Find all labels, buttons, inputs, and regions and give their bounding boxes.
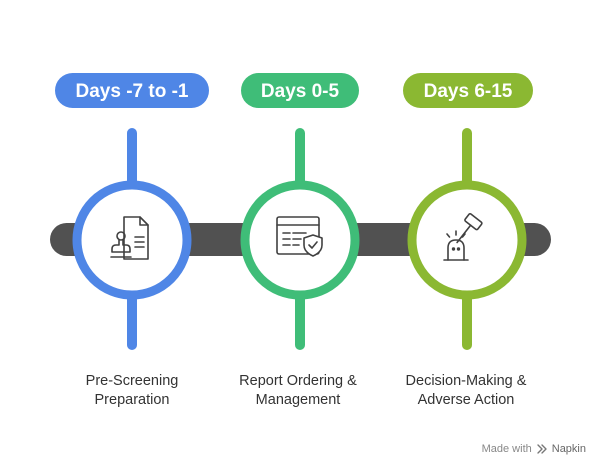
step-1-period: Days -7 to -1 [76,81,189,102]
step-1-title-line2: Preparation [94,392,170,408]
step-3-title-line1: Decision-Making & [405,373,527,389]
step-2-title-line2: Management [255,392,341,408]
gavel-icon [443,213,483,261]
made-with-text: Made with [481,443,532,455]
step-3-title-line2: Adverse Action [417,392,515,408]
step-3: Days 6-15 [403,73,533,350]
stamp-document-icon [110,216,149,260]
step-2-period: Days 0-5 [261,81,340,102]
napkin-logo-icon [537,444,547,454]
step-3-period: Days 6-15 [424,81,513,102]
made-with-napkin-badge: Made with Napkin [482,443,586,455]
step-1: Days -7 to -1 [55,73,209,350]
napkin-brand-text: Napkin [551,443,586,455]
step-2-title-line1: Report Ordering & [239,373,357,389]
report-shield-icon [276,216,323,257]
step-1-title: Pre-Screening Preparation [37,372,227,410]
step-2-title: Report Ordering & Management [203,372,393,410]
step-2: Days 0-5 [240,73,360,350]
step-1-title-line1: Pre-Screening [85,373,179,389]
step-1-period-pill [55,73,209,108]
step-3-title: Decision-Making & Adverse Action [371,372,561,410]
step-3-period-pill [403,73,533,108]
step-2-period-pill [241,73,359,108]
